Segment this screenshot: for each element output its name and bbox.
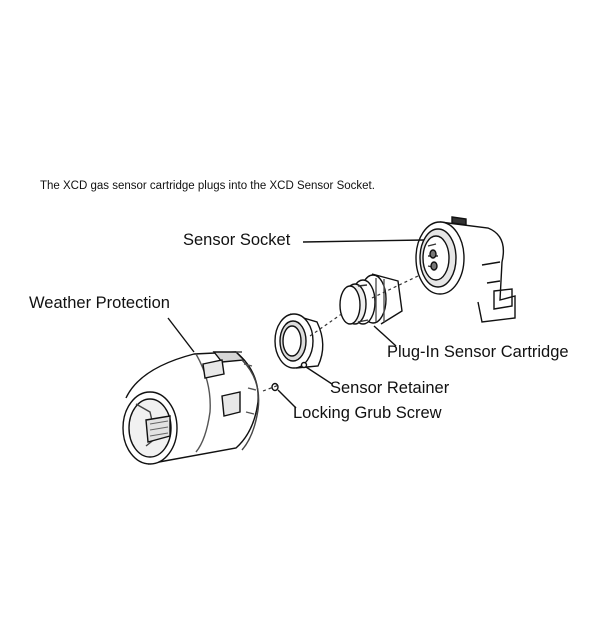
label-plug-in-cartridge: Plug-In Sensor Cartridge — [387, 343, 569, 361]
label-sensor-socket: Sensor Socket — [183, 231, 291, 249]
sensor-socket-part — [415, 216, 516, 323]
leader-grub-screw — [277, 389, 297, 409]
leader-sensor-socket — [302, 239, 425, 243]
leader-plug-in-cartridge — [373, 325, 397, 347]
label-locking-grub-screw: Locking Grub Screw — [293, 404, 442, 422]
weather-protection-part — [122, 351, 260, 465]
plug-in-cartridge-part — [339, 273, 403, 325]
leader-sensor-retainer — [305, 366, 333, 385]
label-weather-protection: Weather Protection — [29, 294, 170, 312]
leader-weather-protection — [167, 317, 195, 353]
explode-axis — [262, 275, 419, 392]
label-sensor-retainer: Sensor Retainer — [330, 379, 450, 397]
sensor-retainer-part — [274, 313, 324, 369]
diagram-caption: The XCD gas sensor cartridge plugs into … — [40, 180, 375, 192]
